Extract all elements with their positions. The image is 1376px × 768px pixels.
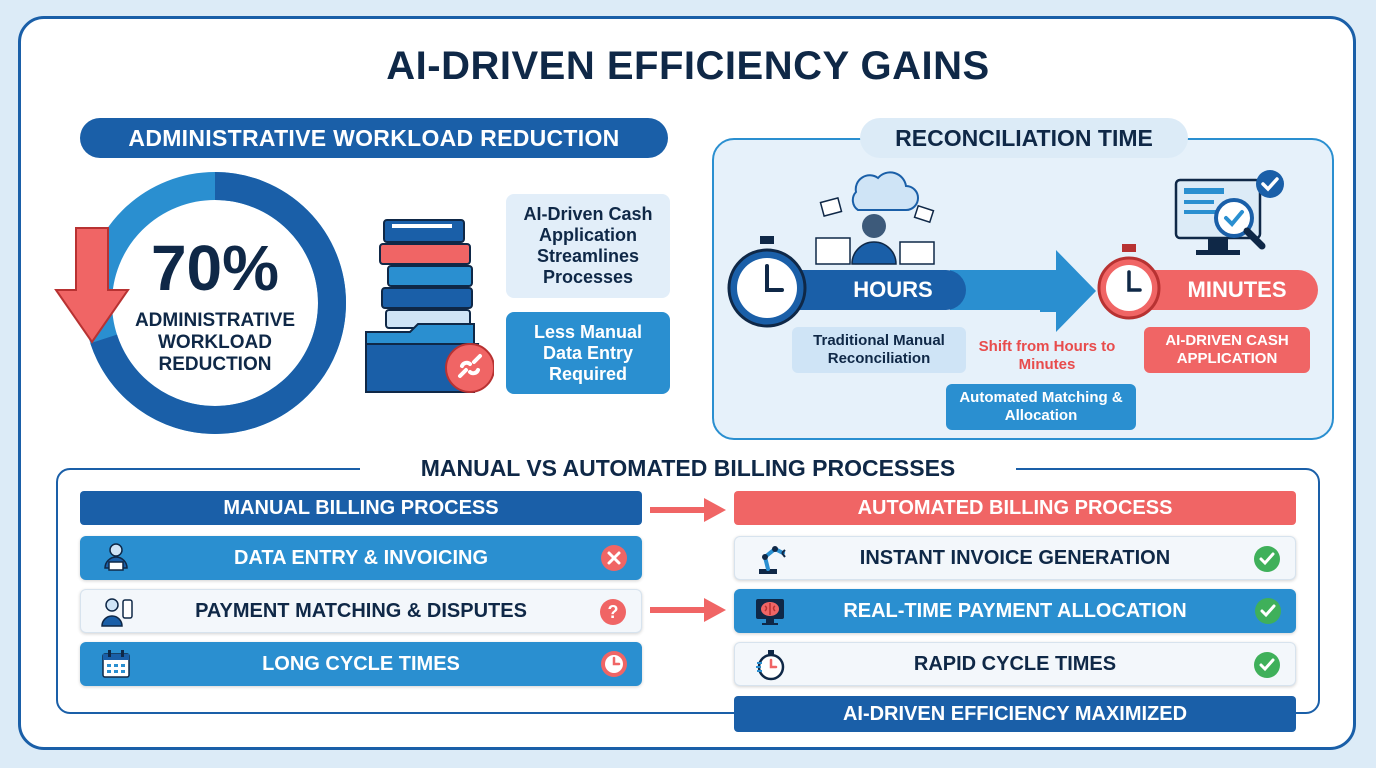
auto-row-label: REAL-TIME PAYMENT ALLOCATION	[843, 599, 1187, 622]
billing-heading: MANUAL VS AUTOMATED BILLING PROCESSES	[360, 452, 1016, 484]
cash-application-note: AI-Driven Cash Application Streamlines P…	[506, 194, 670, 298]
document-stack-icon	[365, 219, 494, 393]
auto-row-real-time-allocation: REAL-TIME PAYMENT ALLOCATION	[734, 589, 1296, 633]
down-arrow-icon	[54, 227, 130, 344]
manual-row-data-entry: DATA ENTRY & INVOICING	[80, 536, 642, 580]
brain-monitor-icon	[756, 599, 784, 625]
reconciliation-heading: RECONCILIATION TIME	[860, 118, 1188, 158]
auto-row-instant-invoice: INSTANT INVOICE GENERATION	[734, 536, 1296, 580]
header-arrow-icon	[650, 498, 726, 522]
manual-entry-note: Less Manual Data Entry Required	[506, 312, 670, 394]
manual-billing-header: MANUAL BILLING PROCESS	[80, 491, 642, 525]
person-laptop-icon	[104, 543, 128, 571]
shift-arrow-shaft	[950, 270, 1046, 310]
row-arrow-icon	[650, 598, 726, 622]
donut-hole	[113, 201, 317, 405]
check-icon	[1255, 598, 1281, 624]
robot-arm-icon	[759, 546, 786, 574]
question-icon: ?	[600, 599, 626, 625]
page-title: AI-DRIVEN EFFICIENCY GAINS	[386, 44, 990, 88]
manual-row-long-cycle: LONG CYCLE TIMES	[80, 642, 642, 686]
stopwatch-hours-icon	[727, 236, 807, 328]
auto-row-rapid-cycle: RAPID CYCLE TIMES	[734, 642, 1296, 686]
svg-text:?: ?	[608, 602, 619, 622]
workload-percent: 70%	[150, 232, 280, 304]
manual-row-label: DATA ENTRY & INVOICING	[233, 546, 489, 569]
manual-row-label: PAYMENT MATCHING & DISPUTES	[195, 599, 527, 622]
donut-arc	[84, 172, 346, 434]
check-icon	[1254, 652, 1280, 678]
workload-percent-label: ADMINISTRATIVE WORKLOAD REDUCTION	[134, 310, 296, 375]
shift-note: Shift from Hours to Minutes	[978, 338, 1116, 373]
hours-bar: HOURS	[790, 270, 966, 310]
ai-cash-application-tag: AI-DRIVEN CASH APPLICATION	[1144, 327, 1310, 373]
efficiency-footer: AI-DRIVEN EFFICIENCY MAXIMIZED	[734, 696, 1296, 732]
stopwatch-icon	[756, 650, 785, 681]
calendar-icon	[102, 650, 130, 678]
auto-row-label: RAPID CYCLE TIMES	[913, 652, 1117, 675]
person-phone-icon	[101, 598, 133, 627]
check-icon	[1254, 546, 1280, 572]
manual-row-payment-matching: PAYMENT MATCHING & DISPUTES ?	[80, 589, 642, 633]
workload-heading: ADMINISTRATIVE WORKLOAD REDUCTION	[80, 118, 668, 158]
shift-arrow-icon	[1040, 250, 1096, 332]
monitor-check-icon	[1174, 170, 1284, 255]
stopwatch-minutes-icon	[1097, 244, 1161, 320]
minutes-bar: MINUTES	[1130, 270, 1318, 310]
traditional-reconciliation-tag: Traditional Manual Reconciliation	[792, 327, 966, 373]
auto-row-label: INSTANT INVOICE GENERATION	[859, 546, 1171, 569]
clock-icon	[601, 651, 627, 677]
automated-billing-header: AUTOMATED BILLING PROCESS	[734, 491, 1296, 525]
manual-row-label: LONG CYCLE TIMES	[262, 652, 460, 675]
stressed-worker-icon	[815, 171, 935, 265]
automated-matching-tag: Automated Matching & Allocation	[946, 384, 1136, 430]
x-icon	[601, 545, 627, 571]
